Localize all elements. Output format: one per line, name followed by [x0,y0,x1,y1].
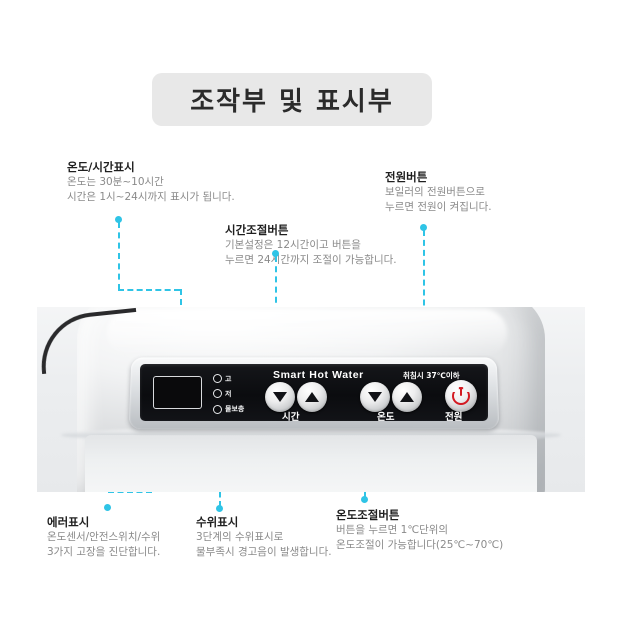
annotation-water-level-display: 수위표시 3단계의 수위표시로 물부족시 경고음이 발생합니다. [196,515,332,559]
control-panel: 고 저 물보충 Smart Hot Water 취침시 37℃이하 [140,364,488,423]
boiler-top-highlight [107,309,507,357]
triangle-up-icon [305,392,319,402]
connector-line-error-h [108,491,152,493]
annotation-line-1: 보일러의 전원버튼으로 [385,186,485,198]
indicator-refill-water: 물보충 [213,402,263,417]
power-button[interactable] [445,380,477,412]
temperature-increase-button[interactable] [392,382,422,412]
brand-label: Smart Hot Water [273,369,364,381]
sleep-temperature-note: 취침시 37℃이하 [403,371,460,380]
annotation-temp-time-display: 온도/시간표시 온도는 30분~10시간 시간은 1시~24시까지 표시가 됩니… [67,160,235,204]
indicator-label: 저 [225,389,232,398]
time-group-label: 시간 [282,412,300,423]
power-button-label: 전원 [445,412,463,423]
connector-dot-power-button [420,224,427,231]
annotation-heading: 에러표시 [47,515,90,529]
triangle-down-icon [368,392,382,402]
connector-dot-temp-button [361,496,368,503]
power-icon-bar [459,387,463,396]
annotation-line-1: 버튼을 누르면 1℃단위의 [336,524,449,536]
time-decrease-button[interactable] [265,382,295,412]
annotation-line-1: 3단계의 수위표시로 [196,531,284,543]
indicator-high: 고 [213,371,263,386]
connector-dot-time-button [272,250,279,257]
time-increase-button[interactable] [297,382,327,412]
temperature-button-group [360,382,422,412]
annotation-line-2: 온도조절이 가능합니다(25℃~70℃) [336,538,504,551]
boiler-lower-body [85,435,537,492]
annotation-heading: 온도조절버튼 [336,508,400,522]
connector-dot-temp-time [115,216,122,223]
annotation-temp-adjust-button: 온도조절버튼 버튼을 누르면 1℃단위의 온도조절이 가능합니다(25℃~70℃… [336,508,503,552]
connector-line-power-button [423,230,425,365]
annotation-line-1: 기본설정은 12시간이고 버튼을 [225,239,361,251]
annotation-line-1: 온도센서/안전스위치/수위 [47,531,161,543]
lcd-display [153,376,202,409]
connector-line-temp-time-v1 [118,222,120,290]
connector-dot-error [104,504,111,511]
annotation-line-2: 누르면 전원이 켜집니다. [385,200,492,213]
annotation-error-display: 에러표시 온도센서/안전스위치/수위 3가지 고장을 진단합니다. [47,515,160,559]
annotation-power-button: 전원버튼 보일러의 전원버튼으로 누르면 전원이 켜집니다. [385,170,492,214]
annotation-line-1: 온도는 30분~10시간 [67,176,164,188]
indicator-led-group: 고 저 물보충 [213,371,263,417]
annotation-line-2: 물부족시 경고음이 발생합니다. [196,545,332,558]
triangle-up-icon [400,392,414,402]
annotation-heading: 시간조절버튼 [225,223,289,237]
led-indicator-icon [213,389,222,399]
indicator-label: 고 [225,374,232,383]
annotation-heading: 수위표시 [196,515,239,529]
annotation-line-2: 시간은 1시~24시까지 표시가 됩니다. [67,190,235,203]
annotation-time-adjust-button: 시간조절버튼 기본설정은 12시간이고 버튼을 누르면 24시간까지 조절이 가… [225,223,397,267]
power-icon [452,387,470,405]
connector-line-temp-time-h [118,289,180,291]
time-button-group [265,382,327,412]
triangle-down-icon [273,392,287,402]
annotation-line-2: 누르면 24시간까지 조절이 가능합니다. [225,253,397,266]
led-indicator-icon [213,374,222,384]
page-title: 조작부 및 표시부 [190,87,394,117]
annotation-line-2: 3가지 고장을 진단합니다. [47,545,161,558]
page-title-background [152,73,432,126]
annotation-heading: 온도/시간표시 [67,160,135,174]
indicator-low: 저 [213,386,263,401]
indicator-label: 물보충 [225,405,245,414]
connector-dot-water-level [216,505,223,512]
temperature-decrease-button[interactable] [360,382,390,412]
annotation-heading: 전원버튼 [385,170,428,184]
led-indicator-icon [213,404,222,414]
temperature-group-label: 온도 [377,412,395,423]
product-photo: 고 저 물보충 Smart Hot Water 취침시 37℃이하 [37,307,585,492]
power-cable [37,307,142,375]
